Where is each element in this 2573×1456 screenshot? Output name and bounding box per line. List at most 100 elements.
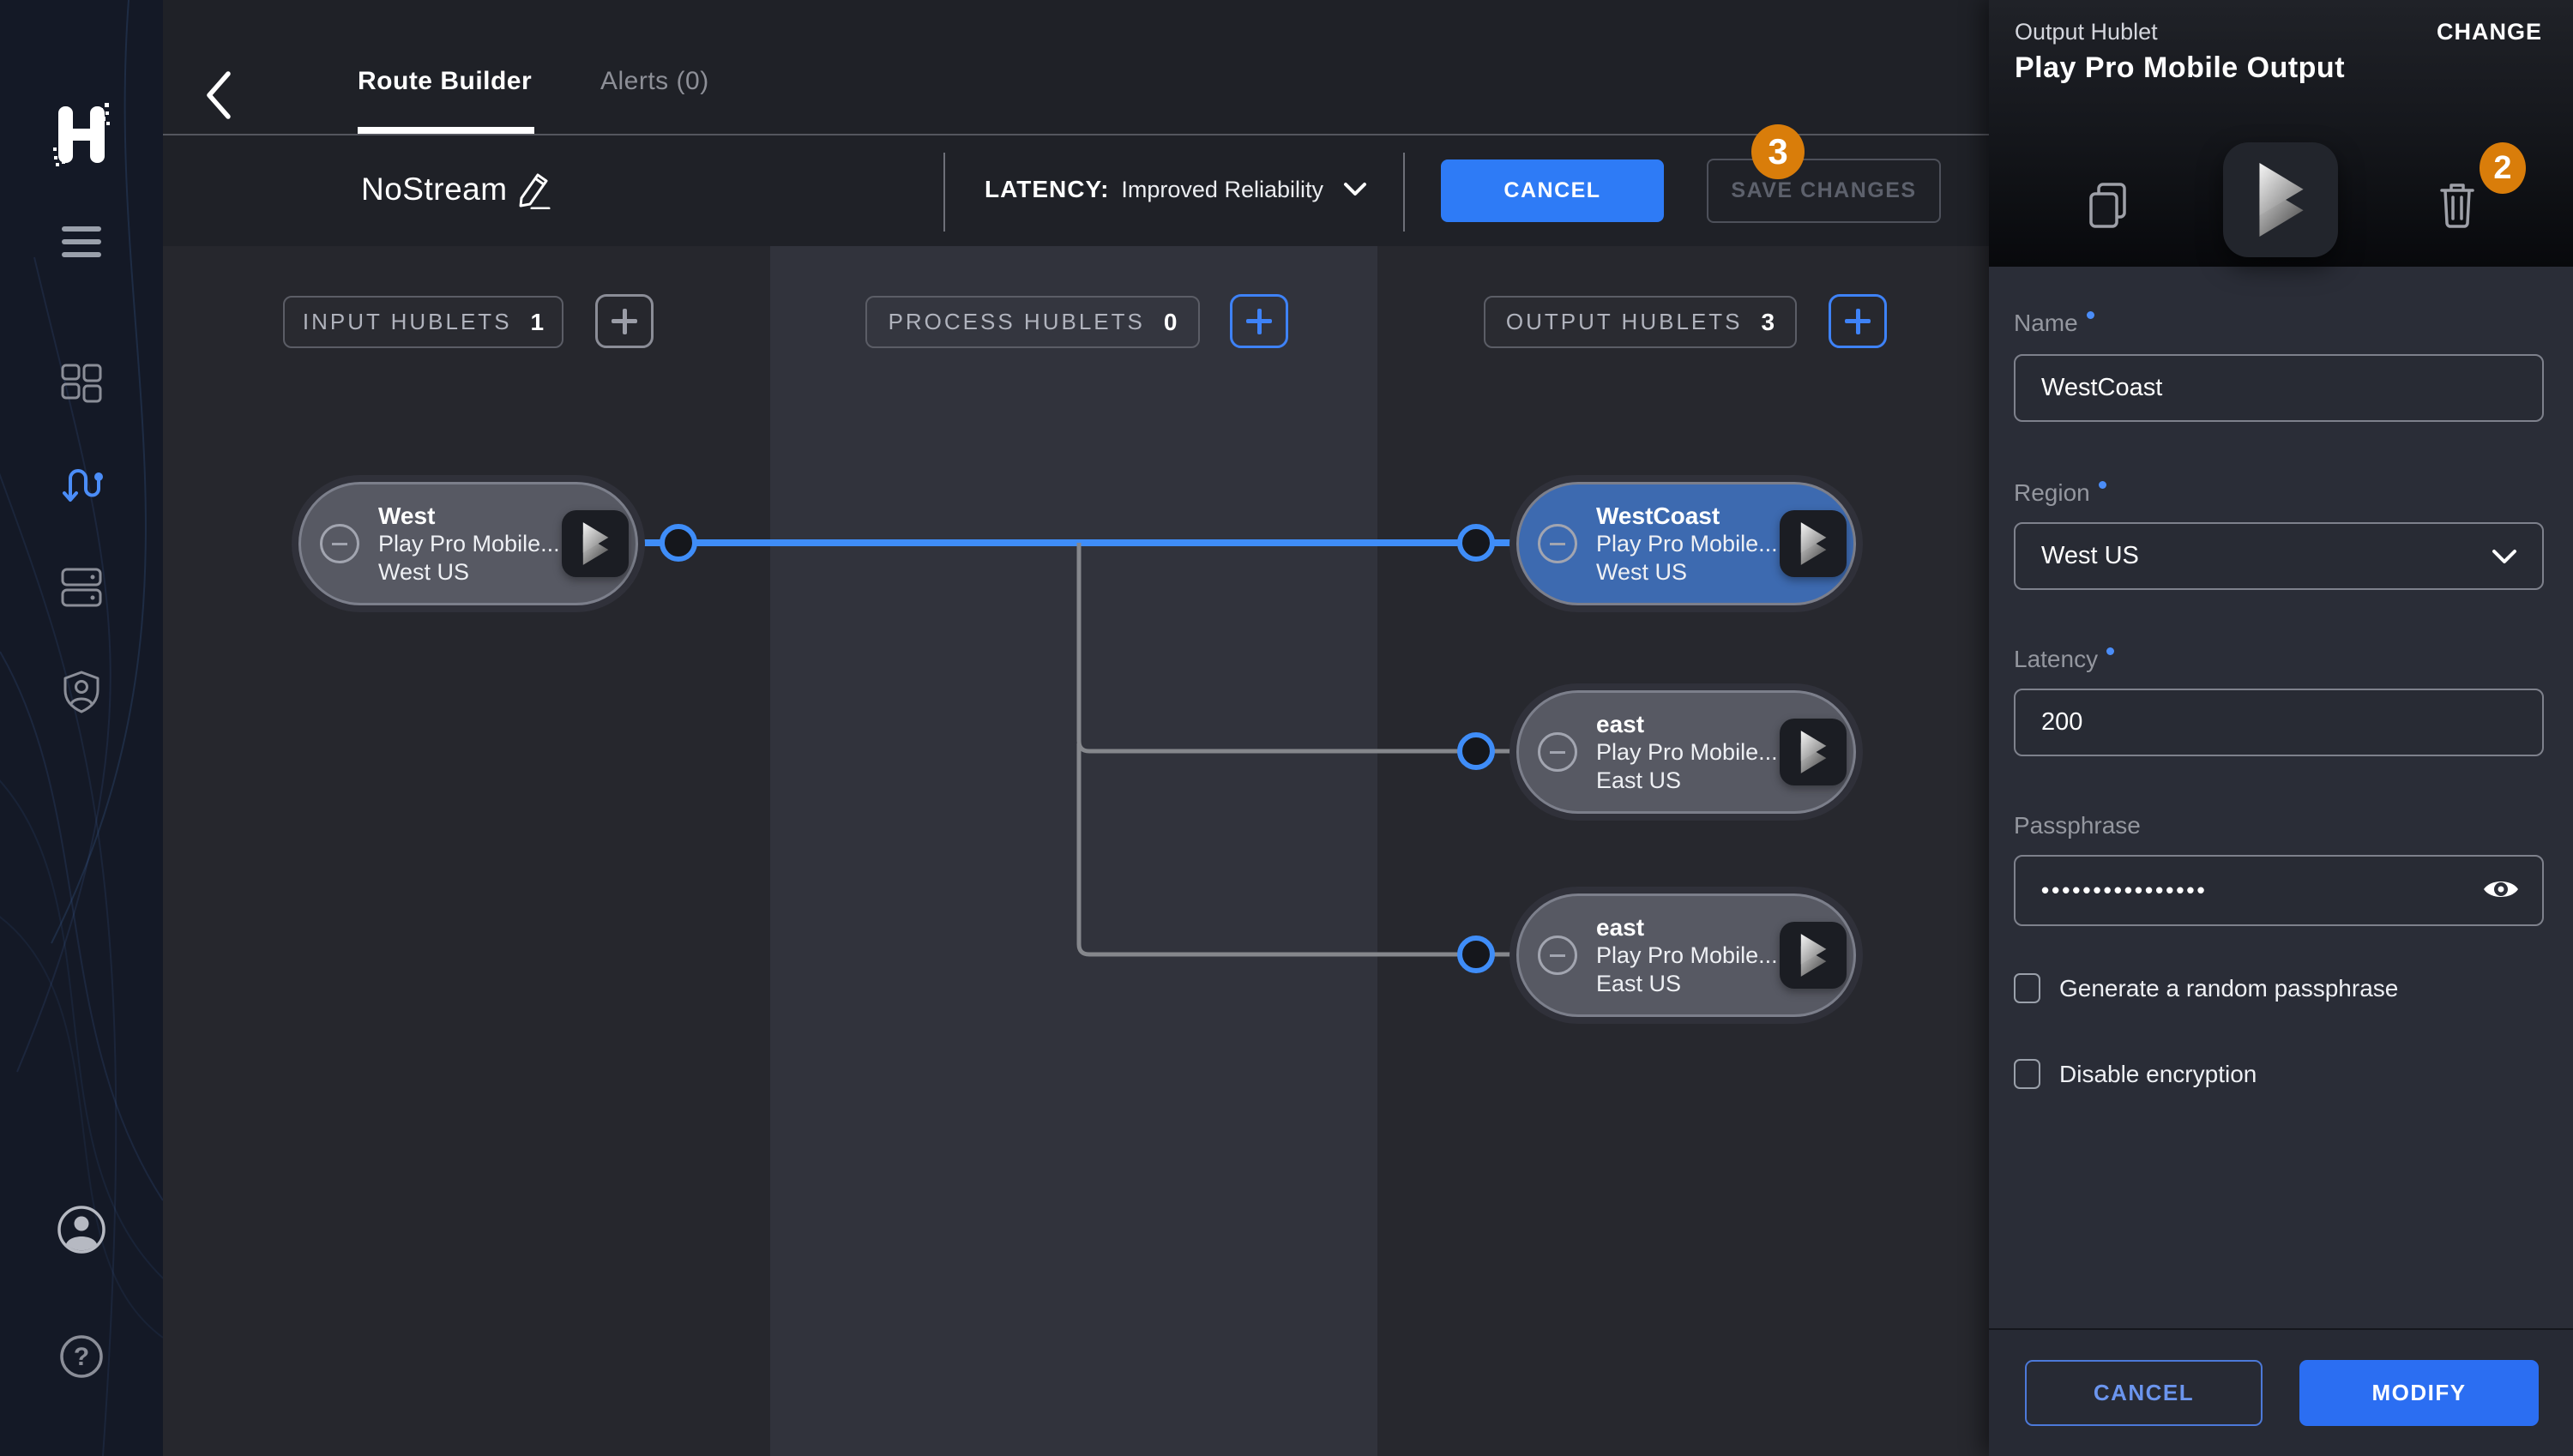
remove-hublet-button[interactable] xyxy=(1538,936,1577,975)
play-pro-icon xyxy=(2259,163,2304,237)
hublet-node-east-output-1[interactable]: east Play Pro Mobile... East US xyxy=(1516,690,1856,814)
output-hublets-label: OUTPUT HUBLETS xyxy=(1505,309,1743,334)
panel-header: Output Hublet CHANGE Play Pro Mobile Out… xyxy=(1989,0,2573,267)
latency-label: LATENCY: xyxy=(985,176,1110,202)
process-hublets-label: PROCESS HUBLETS xyxy=(888,309,1145,334)
passphrase-field[interactable]: •••••••••••••••• xyxy=(2014,855,2544,926)
route-canvas: INPUT HUBLETS 1 PROCESS HUBLETS 0 OUTPUT… xyxy=(163,246,1989,1456)
tab-alerts[interactable]: Alerts (0) xyxy=(600,67,709,95)
add-input-hublet-button[interactable] xyxy=(595,294,654,348)
required-indicator xyxy=(2086,311,2094,319)
input-hublets-header: INPUT HUBLETS 1 xyxy=(283,296,563,348)
play-pro-logo-tile xyxy=(1780,719,1847,785)
delete-pending-badge: 2 xyxy=(2480,142,2526,194)
play-pro-icon xyxy=(1800,731,1827,773)
passphrase-label: Passphrase xyxy=(2014,812,2141,839)
toolbar-divider-2 xyxy=(1403,153,1405,232)
hublet-type: Play Pro Mobile... xyxy=(1596,739,1778,766)
hublet-region: East US xyxy=(1596,767,1682,793)
input-hublets-label: INPUT HUBLETS xyxy=(302,309,512,334)
sidebar-item-routes[interactable] xyxy=(0,463,163,506)
tabs-divider xyxy=(163,134,1989,135)
process-hublets-header: PROCESS HUBLETS 0 xyxy=(865,296,1200,348)
play-pro-icon xyxy=(1800,522,1827,565)
generate-passphrase-checkbox-row[interactable]: Generate a random passphrase xyxy=(2014,973,2398,1003)
hublet-region: West US xyxy=(1596,558,1688,585)
hublet-name: West xyxy=(378,502,436,529)
edit-stream-name-button[interactable] xyxy=(516,170,552,214)
h-logo-icon xyxy=(53,103,110,166)
server-icon xyxy=(61,568,102,607)
remove-hublet-button[interactable] xyxy=(320,524,359,563)
hublet-name: WestCoast xyxy=(1596,502,1720,529)
active-tab-indicator xyxy=(358,127,534,135)
modify-button[interactable]: MODIFY xyxy=(2299,1360,2539,1426)
back-button[interactable] xyxy=(199,69,238,122)
region-select[interactable]: West US xyxy=(2014,522,2544,590)
checkbox-unchecked[interactable] xyxy=(2014,1059,2040,1089)
tab-route-builder[interactable]: Route Builder xyxy=(358,67,533,95)
latency-dropdown[interactable]: LATENCY: Improved Reliability xyxy=(985,176,1368,203)
eye-icon xyxy=(2484,881,2518,897)
add-output-hublet-button[interactable] xyxy=(1829,294,1887,348)
play-pro-logo-tile xyxy=(1780,510,1847,577)
remove-hublet-button[interactable] xyxy=(1538,524,1577,563)
name-label: Name xyxy=(2014,310,2094,337)
hublet-node-westcoast-output[interactable]: WestCoast Play Pro Mobile... West US xyxy=(1516,482,1856,605)
route-icon xyxy=(63,469,103,502)
minus-icon xyxy=(1550,954,1565,957)
input-port-connector[interactable] xyxy=(1457,936,1495,973)
remove-hublet-button[interactable] xyxy=(1538,732,1577,772)
chevron-down-icon xyxy=(2492,549,2516,563)
avatar-icon xyxy=(57,1206,105,1254)
hublet-region: West US xyxy=(378,558,470,585)
region-label: Region xyxy=(2014,479,2106,507)
hublet-product-title: Play Pro Mobile Output xyxy=(2015,51,2346,84)
hublet-node-west-input[interactable]: West Play Pro Mobile... West US xyxy=(298,482,638,605)
output-hublets-header: OUTPUT HUBLETS 3 xyxy=(1484,296,1797,348)
output-port-connector[interactable] xyxy=(660,524,697,562)
latency-field[interactable]: 200 xyxy=(2014,689,2544,756)
cancel-route-button[interactable]: CANCEL xyxy=(1441,159,1664,222)
sidebar-item-admin[interactable] xyxy=(0,671,163,713)
input-hublets-column xyxy=(163,246,770,1456)
play-pro-icon xyxy=(1800,934,1827,977)
duplicate-hublet-button[interactable] xyxy=(2088,182,2128,234)
back-chevron-icon xyxy=(207,71,231,119)
plus-icon xyxy=(622,308,627,334)
passphrase-masked-value: •••••••••••••••• xyxy=(2041,877,2208,903)
checkbox-unchecked[interactable] xyxy=(2014,973,2040,1003)
user-avatar[interactable] xyxy=(0,1206,163,1254)
sidebar-item-servers[interactable] xyxy=(0,568,163,607)
required-indicator xyxy=(2098,481,2106,489)
save-changes-button[interactable]: SAVE CHANGES xyxy=(1707,159,1941,223)
hublet-region: East US xyxy=(1596,970,1682,996)
add-process-hublet-button[interactable] xyxy=(1230,294,1288,348)
hublet-type: Play Pro Mobile... xyxy=(1596,531,1778,557)
input-port-connector[interactable] xyxy=(1457,524,1495,562)
delete-hublet-button[interactable] xyxy=(2438,180,2476,232)
name-field[interactable]: WestCoast xyxy=(2014,354,2544,422)
change-hublet-button[interactable]: CHANGE xyxy=(2436,19,2542,45)
unsaved-changes-badge: 3 xyxy=(1751,124,1805,179)
generate-passphrase-label: Generate a random passphrase xyxy=(2059,974,2399,1002)
show-passphrase-button[interactable] xyxy=(2482,875,2520,910)
menu-button[interactable] xyxy=(0,225,163,261)
input-port-connector[interactable] xyxy=(1457,732,1495,770)
copy-icon xyxy=(2089,183,2126,228)
input-hublets-count: 1 xyxy=(530,308,545,335)
disable-encryption-checkbox-row[interactable]: Disable encryption xyxy=(2014,1059,2257,1089)
required-indicator xyxy=(2106,647,2115,655)
stream-name: NoStream xyxy=(361,171,508,207)
panel-cancel-button[interactable]: CANCEL xyxy=(2025,1360,2263,1426)
process-hublets-count: 0 xyxy=(1163,308,1178,335)
sidebar-item-dashboard[interactable] xyxy=(0,364,163,403)
plus-icon xyxy=(1855,308,1860,334)
hublet-node-east-output-2[interactable]: east Play Pro Mobile... East US xyxy=(1516,893,1856,1017)
shield-user-icon xyxy=(63,671,99,713)
play-pro-logo-tile-large xyxy=(2223,142,2338,257)
brand-logo[interactable] xyxy=(0,103,163,166)
help-button[interactable]: ? xyxy=(0,1334,163,1379)
top-bar: Route Builder Alerts (0) NoStream LATENC… xyxy=(163,0,1989,246)
